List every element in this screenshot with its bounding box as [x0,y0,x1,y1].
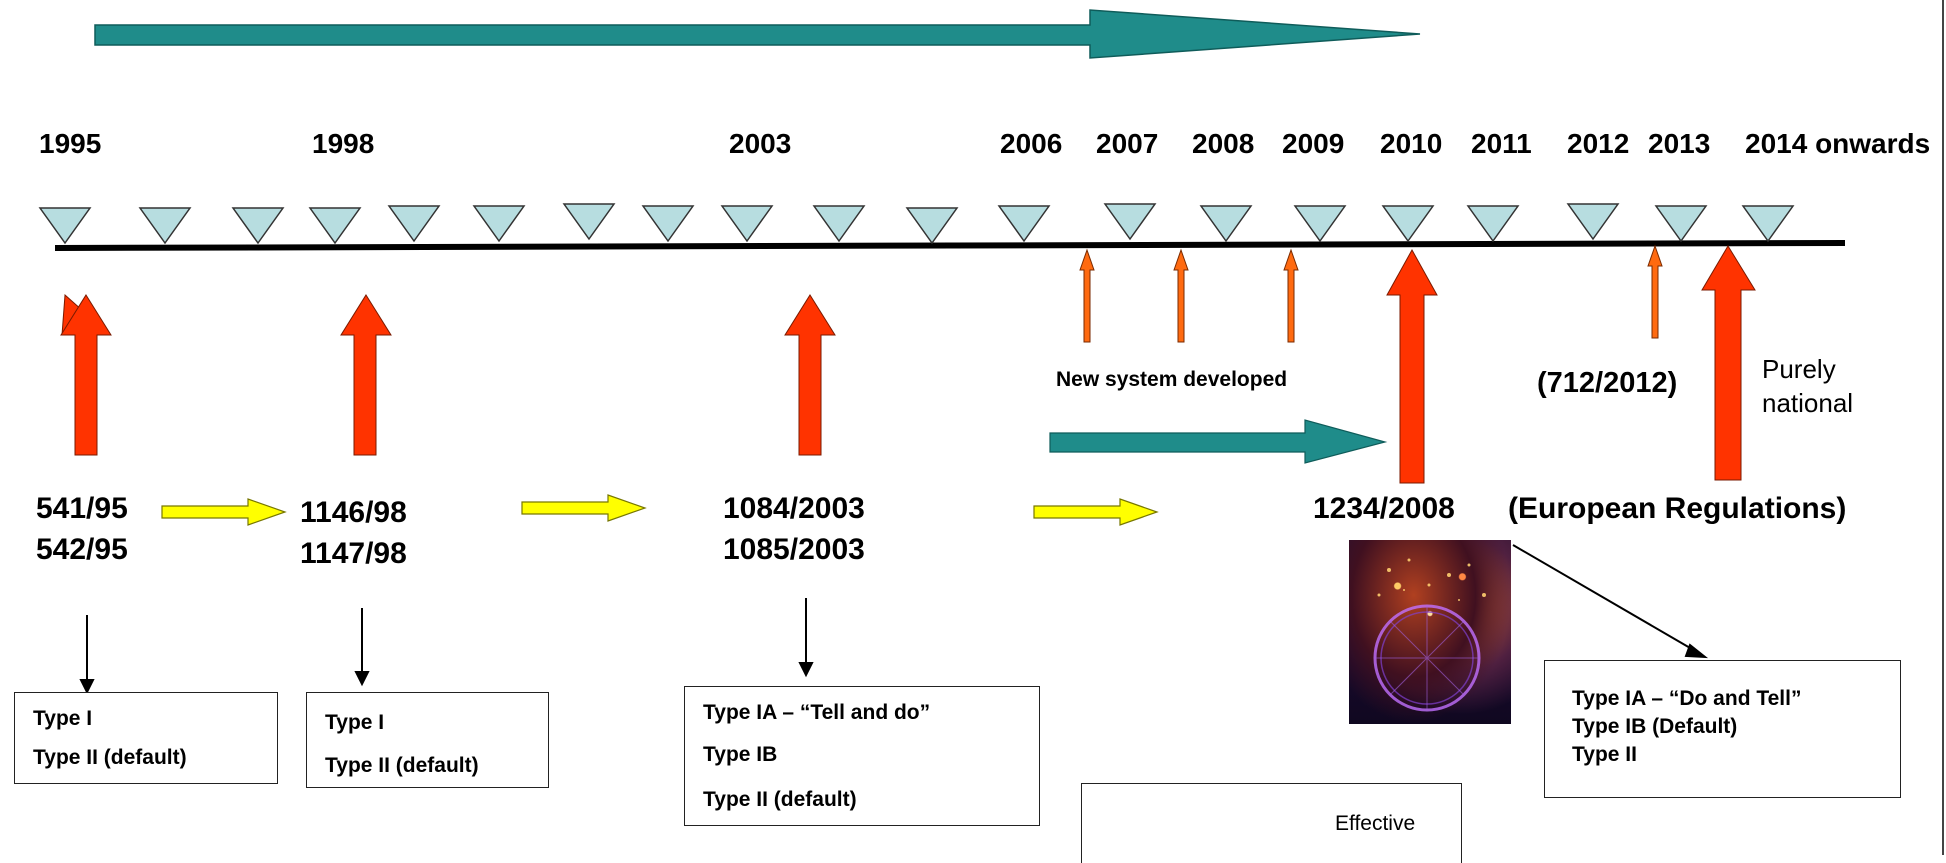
types-box-2010: Type IA – “Do and Tell” Type IB (Default… [1544,660,1901,798]
type-item: Type I [33,707,93,730]
small-arrow-2009 [1283,248,1299,343]
year-label: 2010 [1380,128,1443,159]
effective-arrow-2010 [1386,248,1438,484]
purely-national-label: Purely [1762,354,1836,384]
small-arrow-2013 [1647,244,1663,339]
small-arrow-2007 [1079,248,1095,343]
timeline-marker [720,205,774,243]
year-label: 2009 [1282,128,1345,159]
types-box-1998: Type I Type II (default) [306,692,549,788]
timeline-marker [1466,205,1520,243]
legend-box: Effective [1081,783,1462,863]
year-label: 2014 onwards [1745,128,1931,159]
effective-arrow-2014 [1701,245,1756,481]
timeline-marker [562,203,616,241]
year-label: 1995 [39,128,102,159]
london-eye-icon [1373,558,1486,712]
type-item: Type IA – “Do and Tell” [1572,687,1802,710]
right-border [1942,0,1944,855]
european-regulations-label: (European Regulations) [1508,492,1847,525]
fireworks-photo [1349,540,1511,724]
timeline-marker [812,205,866,243]
year-label: 1998 [312,128,375,159]
regulation-label: 1147/98 [300,537,407,570]
timeline-marker [905,207,959,245]
regulation-label: 541/95 [36,492,128,525]
pointer-head-08 [1684,643,1709,659]
year-label: 2011 [1471,128,1532,159]
year-label: 2012 [1567,128,1630,159]
transition-arrow-1 [161,498,287,526]
regulation-label: 542/95 [36,533,128,566]
type-item: Type IB [703,743,778,766]
year-label: 2008 [1192,128,1255,159]
new-system-label: New system developed [1056,368,1288,391]
timeline-marker [1381,205,1435,243]
timeline-marker [387,205,441,243]
new-system-arrow [1049,419,1388,464]
timeline-marker [231,207,285,245]
transition-arrow-3 [1033,498,1159,526]
regulation-label: 1085/2003 [723,533,865,566]
type-item: Type IB (Default) [1572,715,1738,738]
effective-arrow-1995-head [60,294,112,456]
timeline-marker [138,207,192,245]
type-item: Type II (default) [33,746,187,769]
year-label: 2003 [729,128,792,159]
type-item: Type II [1572,743,1637,766]
type-item: Type II (default) [325,754,479,777]
pointer-head-03 [798,662,814,678]
timeline-marker [1199,205,1253,243]
timeline-marker [641,205,695,243]
timeline-marker [38,207,92,245]
type-item: Type IA – “Tell and do” [703,701,931,724]
timeline-axis [54,240,1846,251]
timeline-marker [472,205,526,243]
pointer-line-08 [1512,544,1698,653]
regulation-label: 1084/2003 [723,492,865,525]
timeline-marker [1293,205,1347,243]
legend-effective-label: Effective [1335,812,1416,835]
transition-arrow-2 [521,494,647,522]
types-box-1995: Type I Type II (default) [14,692,278,784]
regulation-label: 1146/98 [300,496,407,529]
purely-national-label: national [1762,388,1854,418]
small-arrow-2008 [1173,248,1189,343]
regulation-label: (712/2012) [1537,367,1678,399]
type-item: Type II (default) [703,788,857,811]
types-box-2003: Type IA – “Tell and do” Type IB Type II … [684,686,1040,826]
type-item: Type I [325,711,385,734]
year-label: 2006 [1000,128,1063,159]
top-progress-arrow [94,9,1421,59]
timeline-marker [308,207,362,245]
timeline-marker [1741,205,1795,243]
regulation-label: 1234/2008 [1313,492,1455,525]
year-label: 2007 [1096,128,1159,159]
year-label: 2013 [1648,128,1711,159]
timeline-marker [1103,203,1157,241]
timeline-marker [997,205,1051,243]
pointer-head-95 [79,679,95,695]
timeline-marker [1566,203,1620,241]
effective-arrow-2003 [784,294,836,456]
effective-arrow-1998 [340,294,392,456]
pointer-head-98 [354,671,370,687]
timeline-markers [38,203,1795,245]
timeline-marker [1654,205,1708,243]
